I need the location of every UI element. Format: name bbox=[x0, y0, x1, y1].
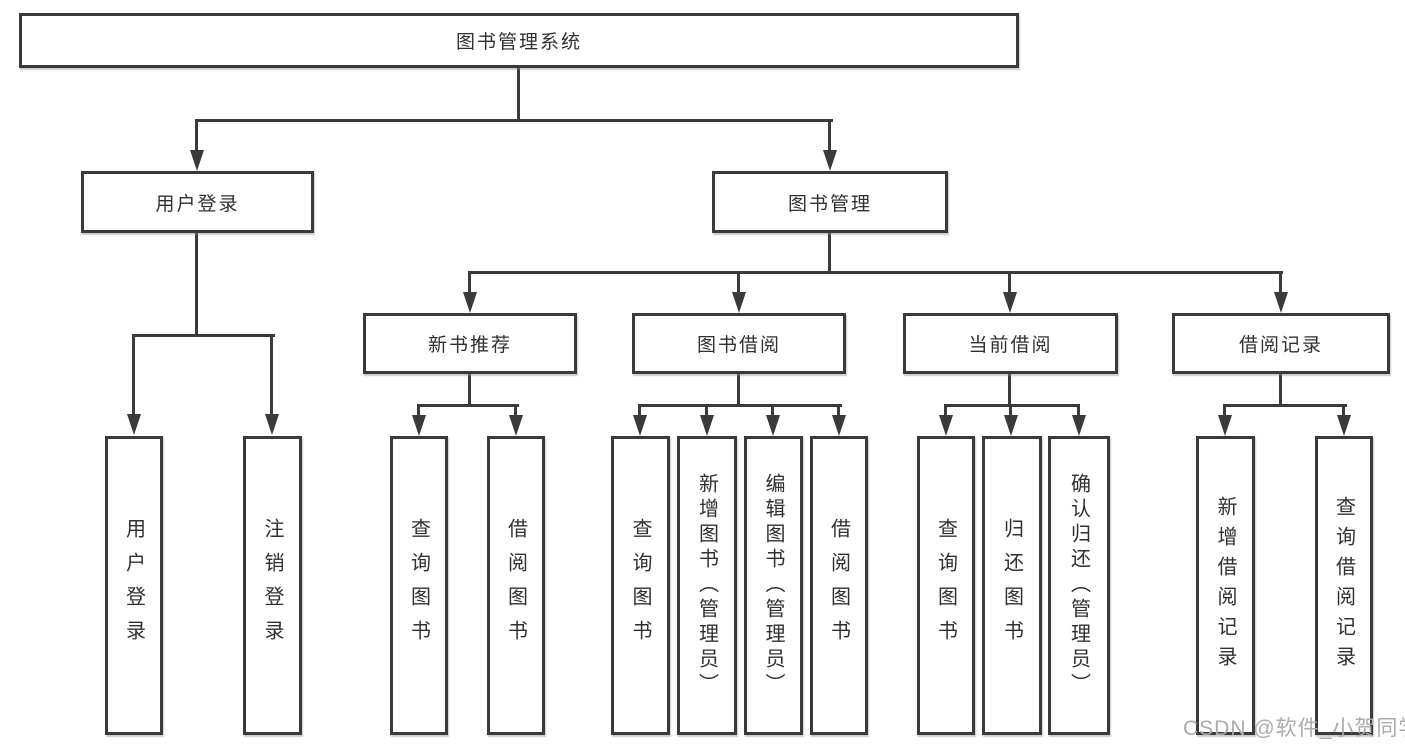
node-label: 借阅记录 bbox=[1238, 335, 1323, 356]
node-label: 借阅图书 bbox=[504, 517, 527, 654]
node-leaf-borrow-books-recommend: 借阅图书 bbox=[487, 436, 545, 735]
node-label: 借阅图书 bbox=[827, 517, 850, 654]
arrow-down-icon bbox=[1004, 415, 1018, 436]
node-leaf-return-books: 归还图书 bbox=[982, 436, 1042, 735]
arrow-down-icon bbox=[1072, 415, 1086, 436]
node-label: 编辑图书（管理员） bbox=[762, 473, 784, 698]
connector-line bbox=[1077, 404, 1080, 417]
arrow-down-icon bbox=[463, 292, 477, 313]
arrow-down-icon bbox=[766, 415, 780, 436]
connector-line bbox=[737, 271, 740, 294]
node-book-management: 图书管理 bbox=[712, 171, 948, 233]
connector-line bbox=[468, 372, 471, 407]
connector-line bbox=[771, 404, 774, 417]
node-leaf-query-books-recommend: 查询图书 bbox=[390, 436, 448, 735]
node-book-borrowing: 图书借阅 bbox=[632, 313, 846, 374]
connector-line bbox=[1008, 372, 1011, 407]
node-leaf-add-borrow-record: 新增借阅记录 bbox=[1196, 436, 1255, 735]
arrow-down-icon bbox=[509, 415, 523, 436]
arrow-down-icon bbox=[732, 292, 746, 313]
arrow-down-icon bbox=[412, 415, 426, 436]
node-leaf-borrow-books-borrowing: 借阅图书 bbox=[810, 436, 868, 735]
arrow-down-icon bbox=[265, 414, 279, 435]
node-label: 新书推荐 bbox=[427, 335, 512, 356]
connector-line bbox=[195, 119, 198, 152]
connector-line bbox=[638, 404, 842, 407]
node-label: 查询借阅记录 bbox=[1332, 495, 1355, 676]
arrow-down-icon bbox=[127, 414, 141, 435]
arrow-down-icon bbox=[823, 150, 837, 171]
arrow-down-icon bbox=[1337, 415, 1351, 436]
node-label: 查询图书 bbox=[934, 517, 957, 654]
connector-line bbox=[737, 372, 740, 407]
node-library-system: 图书管理系统 bbox=[19, 13, 1019, 68]
arrow-down-icon bbox=[832, 415, 846, 436]
connector-line bbox=[270, 334, 273, 416]
connector-line bbox=[417, 404, 519, 407]
arrow-down-icon bbox=[1003, 292, 1017, 313]
arrow-down-icon bbox=[700, 415, 714, 436]
connector-line bbox=[417, 404, 420, 417]
connector-line bbox=[828, 231, 831, 274]
connector-line bbox=[828, 119, 831, 152]
node-user-login: 用户登录 bbox=[81, 171, 314, 233]
csdn-watermark: CSDN @软件_小贺同学 bbox=[1183, 717, 1405, 740]
node-label: 查询图书 bbox=[407, 517, 430, 654]
connector-line bbox=[944, 404, 947, 417]
node-label: 归还图书 bbox=[1000, 517, 1023, 654]
connector-line bbox=[1223, 404, 1226, 417]
node-label: 用户登录 bbox=[155, 193, 240, 215]
connector-line bbox=[1009, 404, 1012, 417]
connector-line bbox=[517, 66, 520, 122]
connector-line bbox=[638, 404, 641, 417]
connector-line bbox=[195, 119, 833, 122]
connector-line bbox=[195, 231, 198, 337]
node-label: 新增图书（管理员） bbox=[695, 473, 718, 698]
connector-line bbox=[514, 404, 517, 417]
connector-line bbox=[837, 404, 840, 417]
node-current-borrowing: 当前借阅 bbox=[903, 313, 1118, 374]
connector-line bbox=[468, 271, 471, 294]
arrow-down-icon bbox=[939, 415, 953, 436]
node-borrowing-records: 借阅记录 bbox=[1172, 313, 1390, 374]
node-leaf-query-borrow-record: 查询借阅记录 bbox=[1315, 436, 1373, 735]
arrow-down-icon bbox=[190, 150, 204, 171]
connector-line bbox=[1279, 271, 1282, 294]
connector-line bbox=[132, 334, 135, 416]
connector-line bbox=[1008, 271, 1011, 294]
node-label: 图书借阅 bbox=[696, 335, 781, 356]
node-label: 当前借阅 bbox=[968, 335, 1053, 356]
connector-line bbox=[1223, 404, 1347, 407]
node-leaf-add-books-admin: 新增图书（管理员） bbox=[677, 436, 737, 735]
connector-line bbox=[705, 404, 708, 417]
connector-line bbox=[1342, 404, 1345, 417]
connector-line bbox=[132, 334, 275, 337]
node-leaf-query-books-borrowing: 查询图书 bbox=[611, 436, 670, 735]
node-leaf-confirm-return-admin: 确认归还（管理员） bbox=[1048, 436, 1110, 735]
node-leaf-query-books-current: 查询图书 bbox=[917, 436, 975, 735]
node-label: 图书管理 bbox=[787, 193, 872, 215]
node-label: 查询图书 bbox=[629, 517, 651, 654]
node-label: 确认归还（管理员） bbox=[1067, 473, 1090, 698]
node-label: 图书管理系统 bbox=[455, 32, 582, 53]
connector-line bbox=[468, 271, 1283, 274]
node-label: 注销登录 bbox=[261, 517, 283, 654]
node-leaf-user-login: 用户登录 bbox=[105, 436, 163, 735]
node-new-book-recommend: 新书推荐 bbox=[363, 313, 577, 374]
connector-line bbox=[944, 404, 1080, 407]
connector-line bbox=[1279, 372, 1282, 407]
arrow-down-icon bbox=[1218, 415, 1232, 436]
node-leaf-logout: 注销登录 bbox=[243, 436, 302, 735]
arrow-down-icon bbox=[1274, 292, 1288, 313]
node-label: 新增借阅记录 bbox=[1214, 495, 1236, 676]
node-label: 用户登录 bbox=[122, 517, 145, 654]
arrow-down-icon bbox=[633, 415, 647, 436]
node-leaf-edit-books-admin: 编辑图书（管理员） bbox=[744, 436, 803, 735]
